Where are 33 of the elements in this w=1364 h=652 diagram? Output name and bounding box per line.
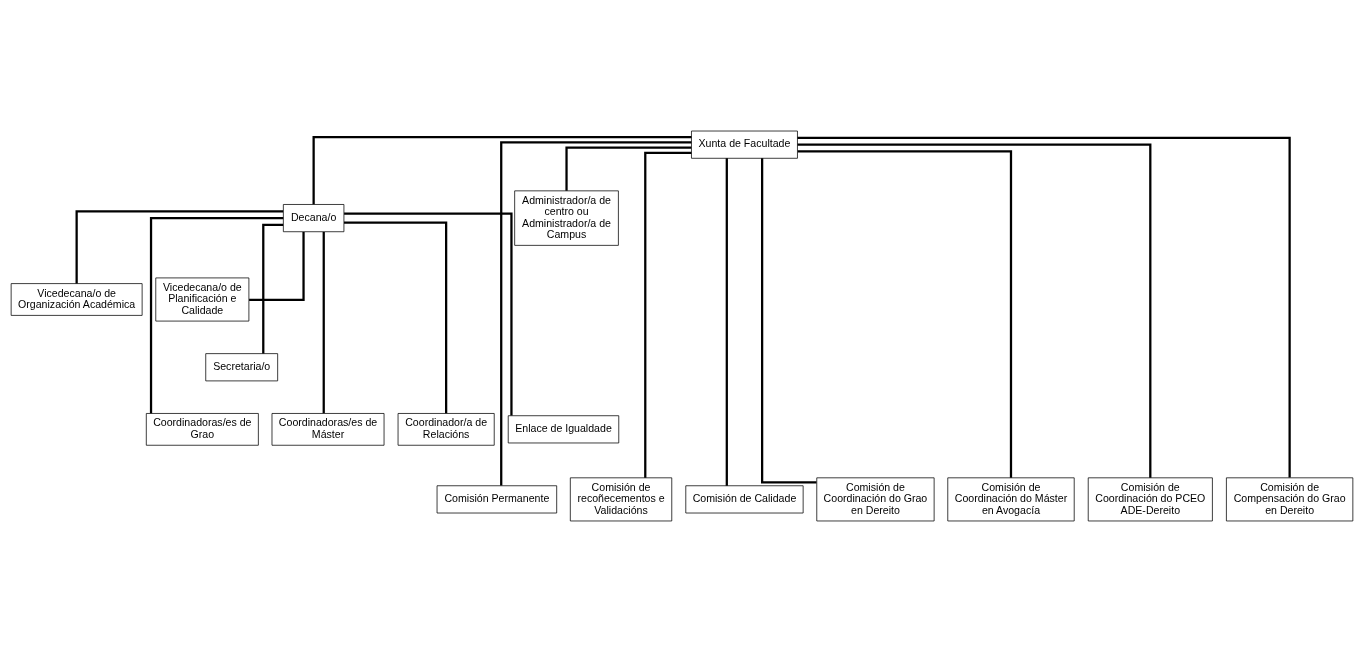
node-box: Comisión de Coordinación do PCEO ADE-Dereito xyxy=(1087,477,1213,522)
connector xyxy=(344,221,448,414)
node-box: Vicedecana/o de Planificación e Calidade xyxy=(155,277,250,322)
node-box: Secretaria/o xyxy=(205,353,279,382)
node-box: Decana/o xyxy=(282,204,345,233)
connector xyxy=(249,231,305,301)
node-box: Coordinador/a de Relacións xyxy=(397,413,495,446)
connector xyxy=(797,143,1152,478)
node-box: Comisión de Coordinación do Máster en Avogacía xyxy=(947,477,1075,522)
connector xyxy=(797,150,1013,478)
node-box: Xunta de Facultade xyxy=(691,130,798,159)
connector xyxy=(344,212,513,416)
node-box: Enlace de Igualdade xyxy=(507,415,620,444)
connector xyxy=(262,223,284,354)
node-box: Vicedecana/o de Organización Académica xyxy=(10,283,143,316)
node-box: Administrador/a de centro ou Administrador/a de Campus xyxy=(514,190,619,246)
connector xyxy=(322,231,325,414)
node-box: Comisión Permanente xyxy=(436,485,558,514)
connector xyxy=(644,151,692,478)
connector xyxy=(75,210,284,284)
node-box: Comisión de Coordinación do Grao en Dereito xyxy=(816,477,935,522)
node-box: Comisión de Compensación do Grao en Dereito xyxy=(1226,477,1354,522)
connector xyxy=(761,158,817,484)
node-box: Coordinadoras/es de Máster xyxy=(271,413,385,446)
connector xyxy=(312,135,692,205)
node-box: Comisión de Calidade xyxy=(685,485,804,514)
connector xyxy=(500,141,692,486)
node-box: Comisión de recoñecementos e Validacións xyxy=(569,477,673,522)
connector xyxy=(149,216,284,414)
node-box: Coordinadoras/es de Grao xyxy=(145,413,259,446)
connector xyxy=(565,146,692,191)
connector xyxy=(797,136,1291,478)
connector xyxy=(725,158,728,486)
